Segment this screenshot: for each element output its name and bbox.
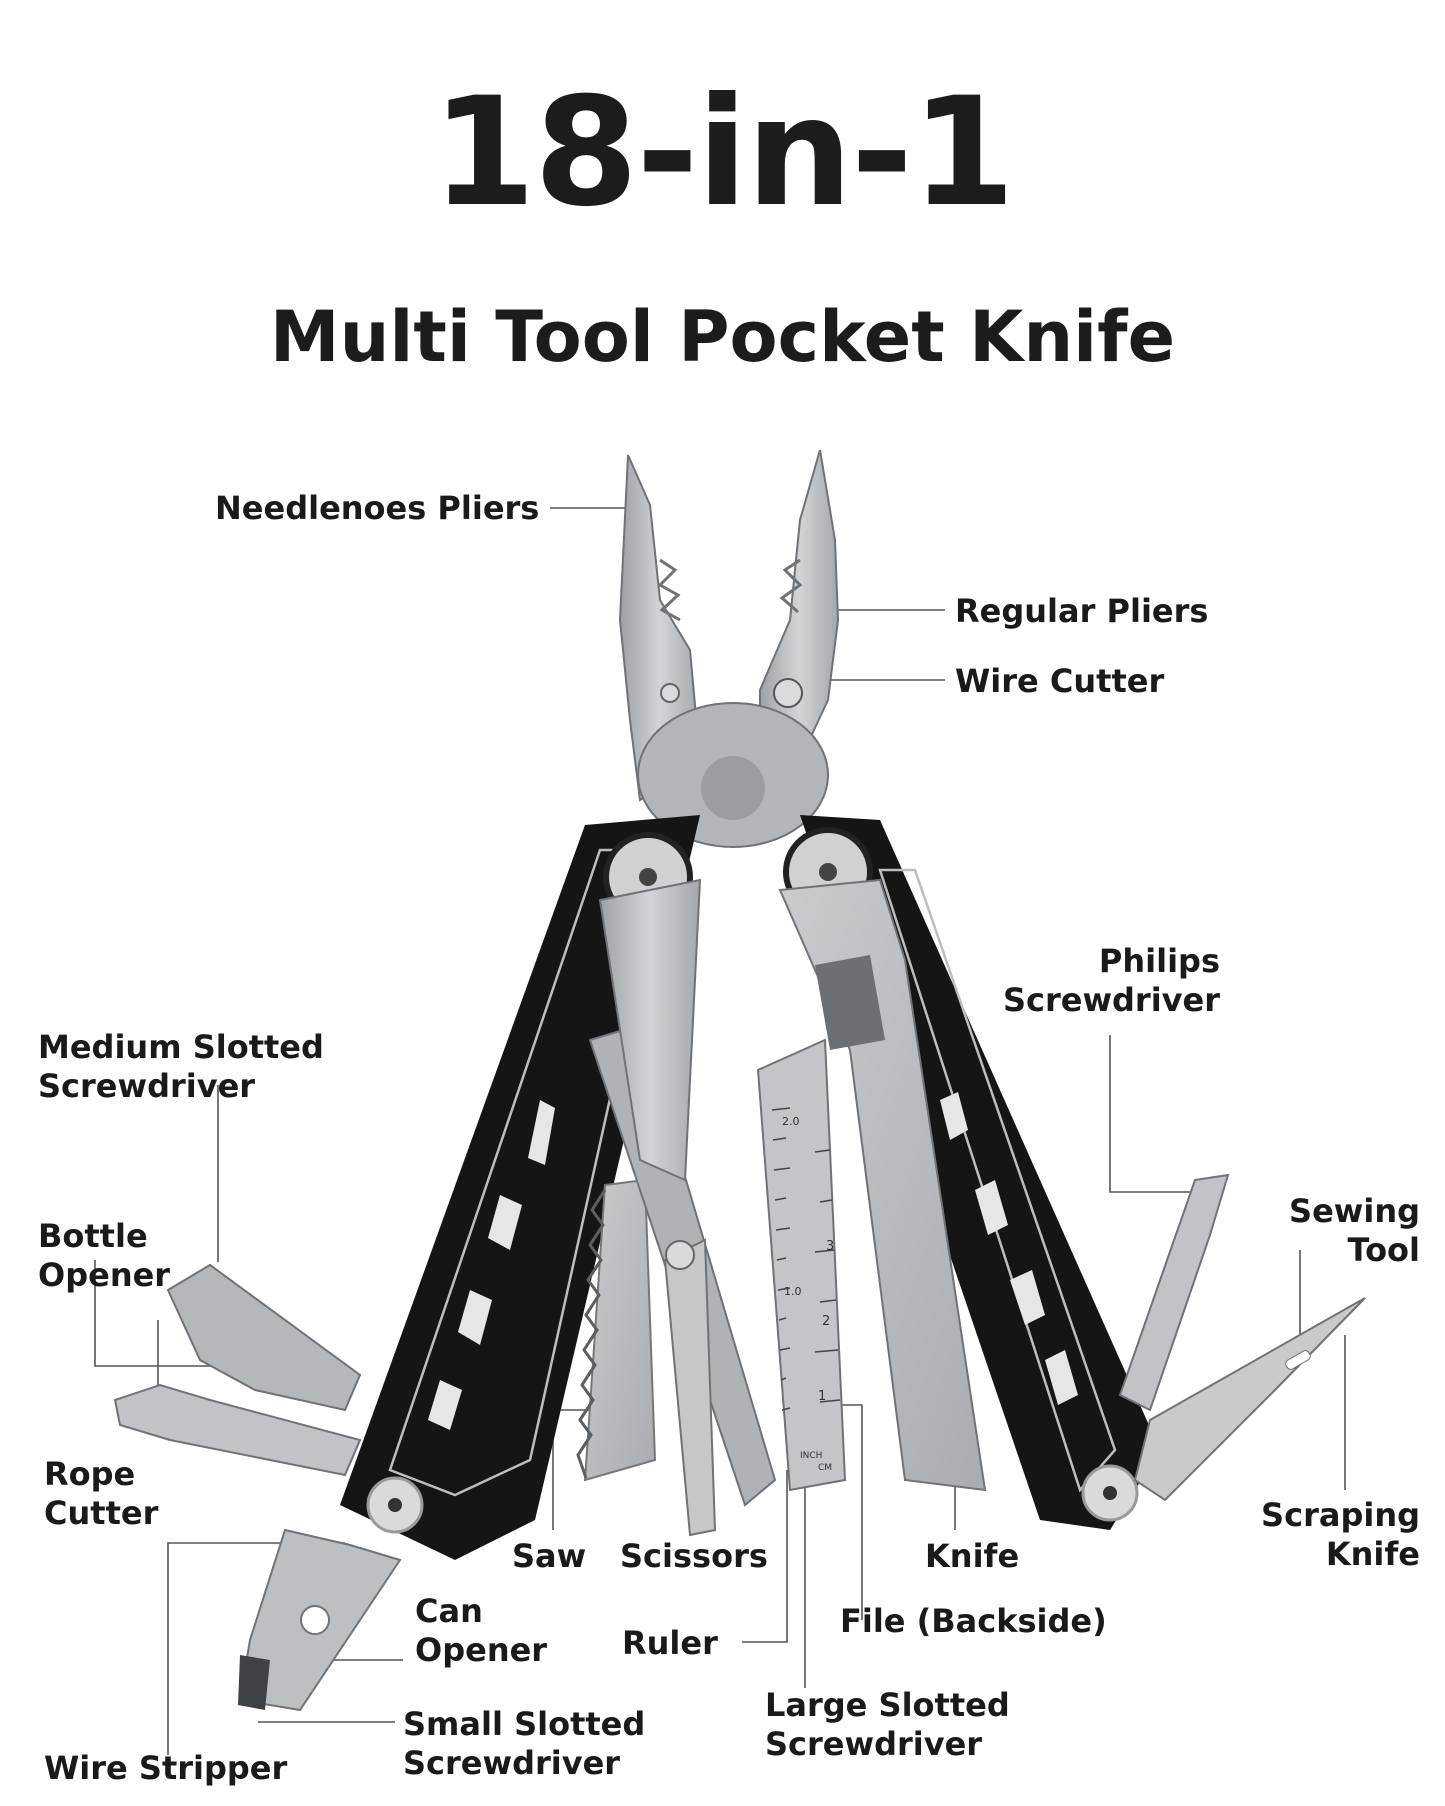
knife-blade (778, 878, 987, 1492)
scissors-blade-2 (663, 1238, 717, 1537)
scissors-frame (598, 878, 702, 1182)
ruler-mark-inch-1: 1 (818, 1389, 826, 1404)
label-sewing-tool: Sewing Tool (1289, 1192, 1420, 1269)
ruler-mark-inch-3: 3 (826, 1239, 834, 1254)
rope-cutter-tool (113, 1383, 362, 1477)
pivot (701, 756, 765, 820)
label-rope-cutter: Rope Cutter (44, 1455, 159, 1532)
ruler-unit-cm: CM (818, 1463, 832, 1473)
label-can-opener: Can Opener (415, 1592, 548, 1669)
bottle-opener-tool (166, 1263, 362, 1412)
scraping-knife-tool (1133, 1297, 1366, 1502)
leader-philips (1109, 1035, 1215, 1193)
wire-cutter-screw (773, 678, 803, 708)
label-small-slotted-screwdriver: Small Slotted Screwdriver (403, 1705, 646, 1782)
left-handle (340, 815, 700, 1560)
label-bottle-opener: Bottle Opener (38, 1217, 171, 1294)
label-scraping-knife: Scraping Knife (1261, 1496, 1420, 1573)
ruler-mark-cm-2: 2.0 (782, 1115, 800, 1128)
label-regular-pliers: Regular Pliers (955, 592, 1209, 630)
label-philips-screwdriver: Philips Screwdriver (1002, 942, 1220, 1019)
leader-lines (94, 507, 1346, 1755)
teeth-right (779, 558, 803, 614)
label-file-backside: File (Backside) (840, 1602, 1107, 1640)
page-title: 18-in-1 (431, 66, 1016, 240)
ruler-mark-cm-1: 1.0 (784, 1285, 802, 1298)
label-knife: Knife (925, 1537, 1020, 1575)
ruler-mark-inch-2: 2 (822, 1314, 830, 1329)
label-medium-slotted-screwdriver: Medium Slotted Screwdriver (38, 1028, 324, 1105)
philips-screwdriver-tool (1118, 1173, 1230, 1412)
label-ruler: Ruler (622, 1624, 718, 1662)
label-wire-stripper: Wire Stripper (44, 1749, 288, 1787)
label-scissors: Scissors (620, 1537, 768, 1575)
label-large-slotted-screwdriver: Large Slotted Screwdriver (765, 1686, 1010, 1763)
page-subtitle: Multi Tool Pocket Knife (269, 296, 1176, 378)
label-wire-cutter: Wire Cutter (955, 662, 1165, 700)
label-saw: Saw (512, 1537, 587, 1575)
label-needlenose-pliers: Needlenoes Pliers (215, 489, 540, 527)
ruler-unit-inch: INCH (800, 1451, 822, 1461)
ruler-tool: 2.0 1.0 3 2 1 INCH CM (756, 1038, 847, 1492)
pliers-head (618, 449, 840, 848)
teeth-left (657, 558, 681, 622)
leader-ruler (742, 1470, 788, 1643)
jaw-rivet (660, 683, 680, 703)
saw-blade (583, 1178, 657, 1482)
